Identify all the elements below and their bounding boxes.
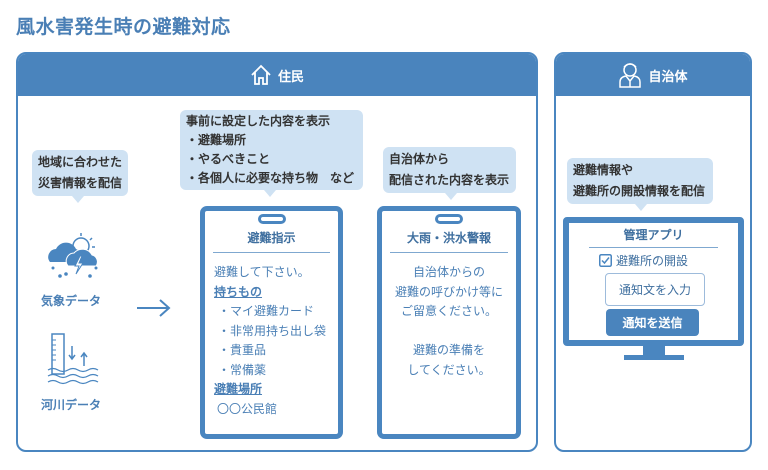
callout-text: 災害情報を配信	[38, 176, 123, 190]
send-notification-button[interactable]: 通知を送信	[606, 309, 699, 336]
river-data-label: 河川データ	[41, 398, 102, 412]
checkbox-label: 避難所の開設	[616, 254, 689, 268]
monitor-neck	[643, 346, 665, 355]
callout-text: ・避難場所	[186, 133, 247, 147]
callout-text: 避難情報や	[573, 163, 634, 177]
page-title: 風水害発生時の避難対応	[16, 16, 231, 38]
river-gauge-icon	[47, 333, 99, 385]
place-heading: 避難場所	[214, 382, 263, 396]
app-title: 管理アプリ	[589, 226, 718, 248]
list-item: ・マイ避難カード	[218, 304, 315, 318]
callout-text: 事前に設定した内容を表示	[186, 114, 331, 128]
checkbox-checked-icon[interactable]	[599, 254, 612, 267]
weather-data-label: 気象データ	[41, 294, 102, 308]
message-text: 避難の準備を	[412, 343, 485, 357]
shelter-open-checkbox[interactable]: 避難所の開設	[599, 252, 738, 269]
phone-body: 自治体からの 避難の呼びかけ等に ご留意ください。 避難の準備を してください。	[382, 253, 516, 380]
callout-text: 配信された内容を表示	[389, 173, 510, 187]
phone-title: 避難指示	[213, 229, 330, 253]
residents-title: 住民	[277, 69, 304, 85]
phone-title: 大雨・洪水警報	[390, 229, 508, 253]
callout-preset-content: 事前に設定した内容を表示 ・避難場所 ・やるべきこと ・各個人に必要な持ち物 な…	[180, 110, 363, 197]
place-value: 〇〇公民館	[217, 401, 278, 416]
list-item: ・常備薬	[218, 362, 267, 377]
message-text: 避難して下さい。	[214, 265, 310, 279]
items-heading: 持ちもの	[214, 284, 263, 299]
residents-header: 住民	[18, 54, 536, 96]
list-item: ・貴重品	[218, 343, 267, 357]
phone-heavy-rain-warning: 大雨・洪水警報 自治体からの 避難の呼びかけ等に ご留意ください。 避難の準備を…	[377, 206, 521, 439]
phone-speaker	[257, 214, 286, 224]
callout-regional-info: 地域に合わせた 災害情報を配信	[32, 150, 128, 203]
house-icon	[251, 64, 271, 85]
message-text: ご留意ください。	[400, 304, 497, 318]
phone-evacuation-order: 避難指示 避難して下さい。 持ちもの ・マイ避難カード ・非常用持ち出し袋 ・貴…	[200, 206, 343, 439]
list-item: ・非常用持ち出し袋	[218, 323, 327, 338]
callout-distribute-info: 避難情報や 避難所の開設情報を配信	[567, 158, 713, 211]
callout-text: 避難所の開設情報を配信	[573, 184, 706, 198]
callout-text: 自治体から	[389, 152, 450, 166]
message-text: してください。	[407, 362, 491, 377]
admin-app-monitor: 管理アプリ 避難所の開設 通知文を入力 通知を送信	[563, 217, 744, 346]
phone-speaker	[435, 214, 463, 224]
callout-municipal-content: 自治体から 配信された内容を表示	[383, 147, 516, 200]
municipality-header: 自治体	[556, 54, 750, 96]
official-person-icon	[619, 63, 642, 88]
notification-text-input[interactable]: 通知文を入力	[605, 273, 705, 306]
message-text: 自治体からの	[412, 265, 485, 279]
callout-text: ・やるべきこと	[186, 152, 271, 166]
municipality-title: 自治体	[648, 69, 688, 85]
callout-text: 地域に合わせた	[38, 155, 123, 169]
message-text: 避難の呼びかけ等に	[394, 284, 503, 299]
message-spacer	[386, 322, 512, 342]
phone-body: 避難して下さい。 持ちもの ・マイ避難カード ・非常用持ち出し袋 ・貴重品 ・常…	[205, 253, 338, 419]
callout-text: ・各個人に必要な持ち物 など	[186, 171, 355, 185]
weather-storm-icon	[48, 233, 98, 278]
monitor-base	[624, 355, 684, 360]
arrow-right-icon	[137, 299, 171, 317]
